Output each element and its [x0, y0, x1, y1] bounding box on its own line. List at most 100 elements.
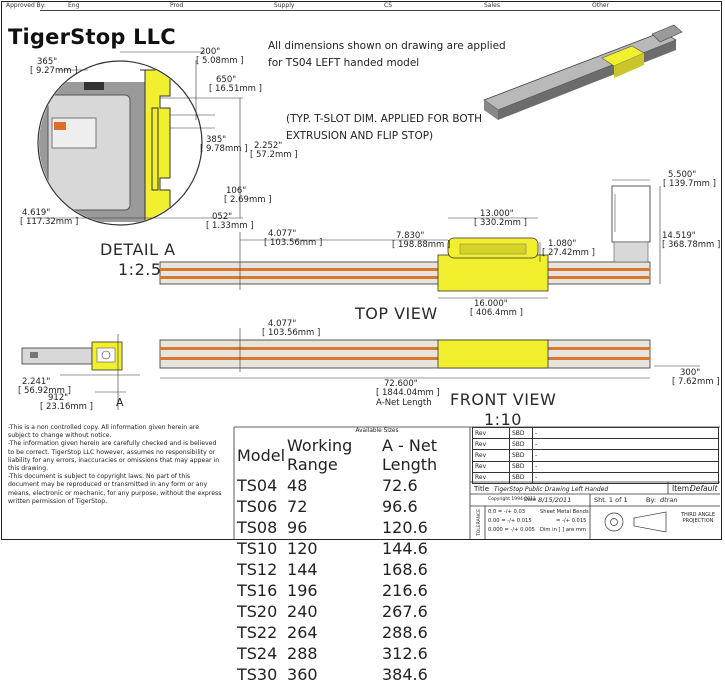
top-dim-5500-mm: [ 139.7mm ] — [663, 179, 716, 189]
table-cell: 168.6 — [382, 560, 428, 579]
dim-650: 650" — [216, 75, 237, 85]
rev-desc: - — [532, 471, 719, 484]
sheet-metal-label: Sheet Metal Bends — [540, 509, 589, 515]
dim-052-mm: [ 1.33mm ] — [206, 221, 254, 231]
sizes-header-net: A - Net Length — [382, 436, 438, 474]
front-a-net-length: A-Net Length — [376, 398, 432, 408]
top-dim-16000-mm: [ 406.4mm ] — [470, 308, 523, 318]
table-cell: TS30 — [237, 665, 278, 684]
front-dim-72600-mm: [ 1844.04mm ] — [376, 388, 440, 398]
side-dim-2241-mm: [ 56.92mm ] — [18, 386, 71, 396]
top-dim-14519: 14.519" — [662, 231, 696, 241]
sbd-label: SBD — [509, 460, 533, 473]
rev-label: Rev — [472, 471, 510, 484]
tol-row: 0.000 = -/+ 0.005 — [488, 527, 535, 533]
dim-200-mm: [ 5.08mm ] — [196, 56, 244, 66]
drawing-frame — [1, 1, 722, 540]
table-cell: 144 — [287, 560, 318, 579]
item-value: Default — [690, 484, 718, 493]
table-cell: 72.6 — [382, 476, 418, 495]
rev-label: Rev — [472, 426, 510, 440]
sizes-table-grid: Model Working Range A - Net Length TS04 4… — [236, 435, 468, 685]
table-cell: 196 — [287, 581, 318, 600]
side-dim-2241: 2.241" — [22, 377, 51, 387]
front-view-scale: 1:10 — [484, 410, 522, 429]
table-cell: TS06 — [237, 497, 278, 516]
table-cell: TS08 — [237, 518, 278, 537]
sheet-metal-tol: = -/+ 0.015 — [556, 518, 587, 524]
dim-106: 106" — [226, 186, 247, 196]
disclaimer-line: this drawing. — [8, 465, 49, 473]
table-cell: TS10 — [237, 539, 278, 558]
top-dim-13000-mm: [ 330.2mm ] — [474, 218, 527, 228]
table-cell: 216.6 — [382, 581, 428, 600]
approval-field-sales: Sales — [484, 2, 500, 9]
front-view-title: FRONT VIEW — [450, 390, 557, 409]
date-value: 8/15/2011 — [538, 496, 572, 504]
sbd-label: SBD — [509, 471, 533, 484]
dim-4619-mm: [ 117.32mm ] — [20, 217, 79, 227]
approval-field-eng: Eng — [68, 2, 80, 9]
top-dim-1080: 1.080" — [548, 239, 577, 249]
top-dim-7830: 7.830" — [396, 231, 425, 241]
disclaimer-line: document may be reproduced or transmitte… — [8, 481, 208, 489]
sbd-label: SBD — [509, 426, 533, 440]
top-dim-4077: 4.077" — [268, 229, 297, 239]
sheet-label: Sht. 1 of 1 — [594, 496, 628, 504]
table-cell: TS16 — [237, 581, 278, 600]
rev-desc: - — [532, 426, 719, 440]
dim-2252-mm: [ 57.2mm ] — [250, 150, 298, 160]
table-cell: 72 — [287, 497, 308, 516]
rev-label: Rev — [472, 438, 510, 451]
disclaimer: -This is a non controlled copy. All info… — [8, 424, 232, 506]
table-cell: 384.6 — [382, 665, 428, 684]
dim-385-mm: [ 9.78mm ] — [200, 144, 248, 154]
detail-a-title: DETAIL A — [100, 240, 176, 259]
side-dim-912: 912" — [48, 393, 69, 403]
sizes-header-model: Model — [237, 445, 286, 465]
approval-field-supply: Supply — [274, 2, 295, 9]
table-cell: TS04 — [237, 476, 278, 495]
disclaimer-line: to be correct. TigerStop LLC however, as… — [8, 448, 216, 456]
disclaimer-line: -This is a non controlled copy. All info… — [8, 424, 200, 431]
top-dim-4077-mm: [ 103.56mm ] — [264, 238, 323, 248]
projection-label: THIRD ANGLE PROJECTION — [680, 512, 716, 524]
approval-field-other: Other — [592, 2, 610, 9]
top-dim-7830-mm: [ 198.88mm ] — [392, 240, 451, 250]
approved-by-label: Approved By: — [6, 2, 46, 9]
side-label-a: A — [116, 396, 124, 409]
dim-365-mm: [ 9.27mm ] — [30, 66, 78, 76]
top-dim-5500: 5.500" — [668, 170, 697, 180]
table-cell: TS24 — [237, 644, 278, 663]
table-cell: 264 — [287, 623, 318, 642]
table-cell: 48 — [287, 476, 308, 495]
table-cell: 144.6 — [382, 539, 428, 558]
front-dim-300-mm: [ 7.62mm ] — [672, 377, 720, 387]
rev-desc: - — [532, 438, 719, 451]
dim-650-mm: [ 16.51mm ] — [209, 84, 262, 94]
dim-365: 365" — [37, 57, 58, 67]
table-cell: 267.6 — [382, 602, 428, 621]
rev-label: Rev — [472, 449, 510, 462]
dimensions-note-line2: for TS04 LEFT handed model — [268, 57, 420, 69]
dim-106-mm: [ 2.69mm ] — [224, 195, 272, 205]
by-value: dtran — [660, 496, 678, 504]
date-label: Date — [524, 497, 536, 503]
tol-row: 0.00 = -/+ 0.015 — [488, 518, 532, 524]
sbd-label: SBD — [509, 449, 533, 462]
dim-4619: 4.619" — [22, 208, 51, 218]
table-cell: 120.6 — [382, 518, 428, 537]
top-dim-16000: 16.000" — [474, 299, 508, 309]
table-row: TS16 196 216.6 — [236, 580, 468, 601]
sizes-header-range: Working Range — [287, 436, 353, 474]
